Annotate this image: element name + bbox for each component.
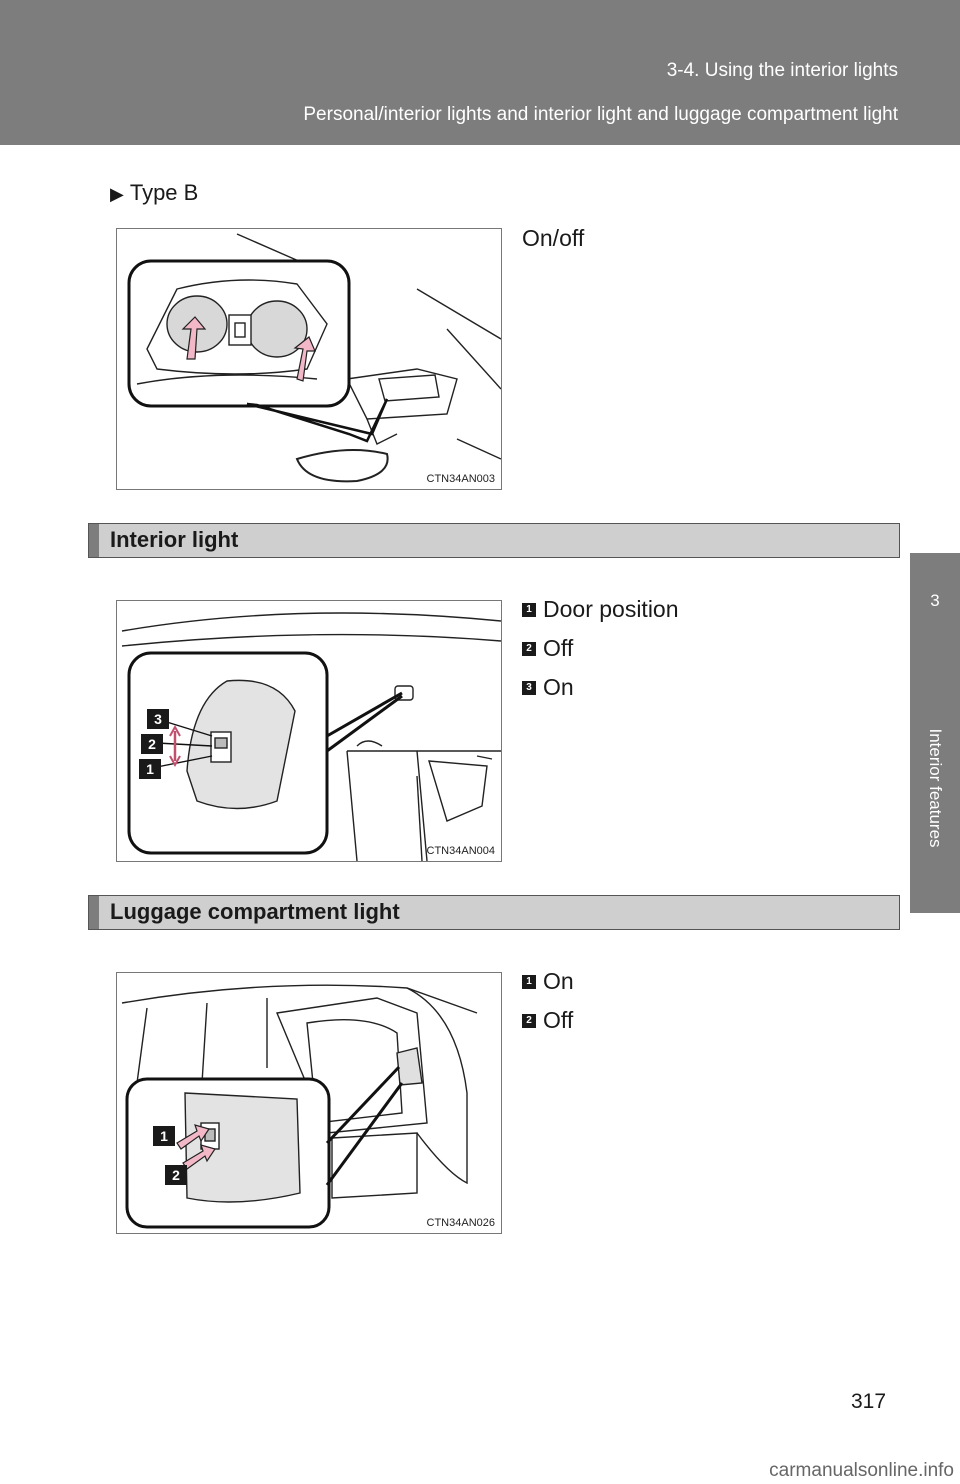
figure-code: CTN34AN004 bbox=[426, 845, 495, 857]
page-number: 317 bbox=[851, 1390, 887, 1413]
triangle-marker-icon: ▶ bbox=[110, 184, 124, 204]
on-off-caption: On/off bbox=[522, 225, 585, 251]
type-b-heading: ▶Type B bbox=[110, 180, 198, 206]
callout-1: 1 bbox=[139, 759, 161, 779]
interior-light-illustration bbox=[121, 612, 501, 861]
legend-label: On bbox=[543, 674, 574, 700]
callout-1: 1 bbox=[153, 1126, 175, 1146]
legend-item: 3 On bbox=[522, 668, 679, 707]
callout-3: 3 bbox=[147, 709, 169, 729]
section-title: 3-4. Using the interior lights bbox=[666, 60, 898, 81]
chapter-number: 3 bbox=[930, 591, 940, 610]
page-header: 3-4. Using the interior lights Personal/… bbox=[0, 0, 960, 145]
callout-2: 2 bbox=[141, 734, 163, 754]
legend-item: 1 On bbox=[522, 962, 574, 1001]
item-number-badge: 2 bbox=[522, 641, 536, 656]
legend-item: 2 Off bbox=[522, 1001, 574, 1040]
watermark: carmanualsonline.info bbox=[769, 1460, 954, 1481]
legend-label: Door position bbox=[543, 596, 679, 622]
item-number-badge: 2 bbox=[522, 1013, 536, 1028]
legend-item: 2 Off bbox=[522, 629, 679, 668]
chapter-side-tab: 3 Interior features bbox=[910, 553, 960, 913]
item-number-badge: 1 bbox=[522, 974, 536, 989]
chapter-label: Interior features bbox=[926, 728, 945, 848]
luggage-light-title: Luggage compartment light bbox=[110, 899, 400, 924]
interior-light-title: Interior light bbox=[110, 527, 239, 552]
interior-light-legend: 1 Door position 2 Off 3 On bbox=[522, 590, 679, 707]
heading-stripe bbox=[89, 524, 99, 557]
luggage-light-heading: Luggage compartment light bbox=[88, 895, 900, 930]
legend-label: Off bbox=[543, 635, 574, 661]
heading-stripe bbox=[89, 896, 99, 929]
luggage-light-illustration bbox=[121, 984, 478, 1229]
page-subtitle: Personal/interior lights and interior li… bbox=[303, 104, 898, 125]
legend-item: 1 Door position bbox=[522, 590, 679, 629]
personal-light-illustration bbox=[127, 233, 501, 483]
type-b-label: Type B bbox=[129, 180, 199, 205]
interior-light-heading: Interior light bbox=[88, 523, 900, 558]
item-number-badge: 1 bbox=[522, 602, 536, 617]
legend-label: On bbox=[543, 968, 574, 994]
legend-label: Off bbox=[543, 1007, 574, 1033]
figure-code: CTN34AN003 bbox=[426, 473, 495, 485]
figure-code: CTN34AN026 bbox=[426, 1217, 495, 1229]
luggage-light-legend: 1 On 2 Off bbox=[522, 962, 574, 1040]
interior-light-figure: 3 2 1 CTN34AN004 bbox=[116, 600, 502, 862]
item-number-badge: 3 bbox=[522, 680, 536, 695]
personal-light-figure: CTN34AN003 bbox=[116, 228, 502, 490]
callout-2: 2 bbox=[165, 1165, 187, 1185]
luggage-light-figure: 1 2 CTN34AN026 bbox=[116, 972, 502, 1234]
